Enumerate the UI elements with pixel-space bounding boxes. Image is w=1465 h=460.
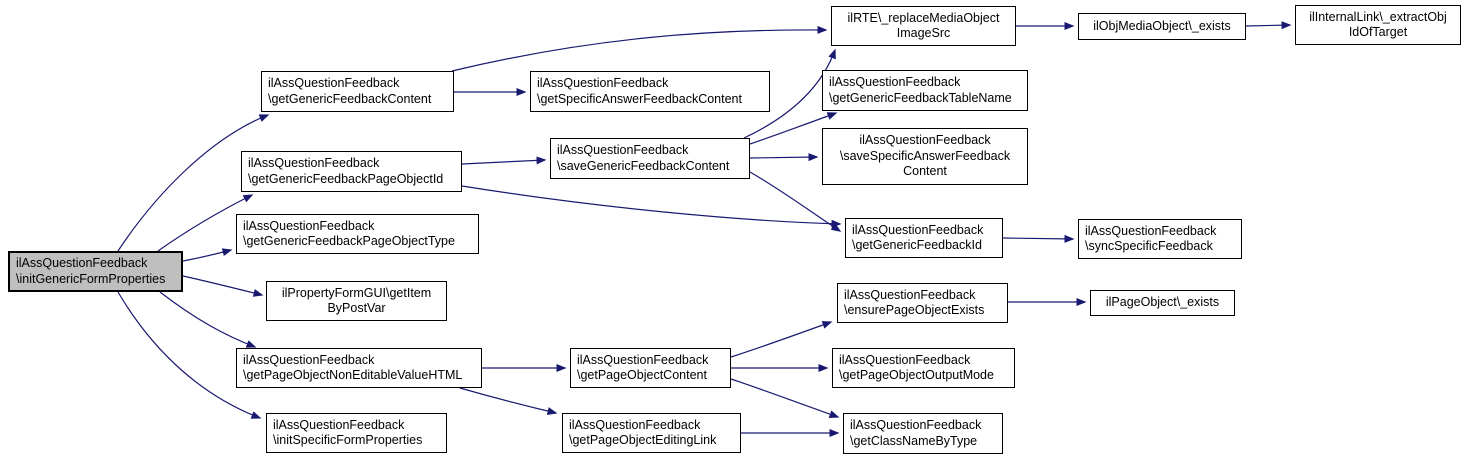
- node-replaceMediaObjectImageSrc[interactable]: ilRTE\_replaceMediaObject ImageSrc: [831, 6, 1016, 46]
- node-getPageObjectContent[interactable]: ilAssQuestionFeedback \getPageObjectCont…: [570, 348, 731, 388]
- node-getPageObjectEditingLink[interactable]: ilAssQuestionFeedback \getPageObjectEdit…: [562, 413, 741, 453]
- node-objMediaObject-exists[interactable]: ilObjMediaObject\_exists: [1078, 13, 1246, 40]
- edge-getPageObjectContent-to-ensurePageObjectExists: [730, 321, 833, 358]
- edge-saveGenericFeedbackContent-to-getGenericFeedbackId: [749, 171, 842, 232]
- edge-init-to-getGenericFeedbackPageObjectId: [157, 194, 254, 252]
- node-saveGenericFeedbackContent[interactable]: ilAssQuestionFeedback \saveGenericFeedba…: [550, 138, 750, 179]
- edge-init-to-getPageObjectNonEditableValueHTML: [159, 291, 257, 348]
- node-initSpecificFormProperties[interactable]: ilAssQuestionFeedback \initSpecificFormP…: [266, 413, 447, 453]
- node-getGenericFeedbackContent[interactable]: ilAssQuestionFeedback \getGenericFeedbac…: [261, 71, 454, 112]
- edge-init-to-getItemByPostVar: [182, 275, 264, 297]
- node-getSpecificAnswerFeedbackContent[interactable]: ilAssQuestionFeedback \getSpecificAnswer…: [530, 71, 770, 112]
- node-pageObject-exists[interactable]: ilPageObject\_exists: [1090, 290, 1235, 316]
- node-getPageObjectOutputMode[interactable]: ilAssQuestionFeedback \getPageObjectOutp…: [832, 348, 1015, 388]
- node-getClassNameByType[interactable]: ilAssQuestionFeedback \getClassNameByTyp…: [843, 413, 1003, 454]
- edge-getGenericFeedbackPageObjectId-to-saveGenericFeedbackContent: [461, 156, 547, 165]
- edge-objMediaObjectExists-to-internalLinkExtractObjIdOfTarget: [1245, 21, 1292, 30]
- edge-saveGenericFeedbackContent-to-replaceMediaObjectImageSrc: [743, 48, 836, 139]
- node-internalLink-extractObjIdOfTarget[interactable]: ilInternalLink\_extractObj IdOfTarget: [1295, 5, 1461, 45]
- edge-getGenericFeedbackPageObjectId-to-getGenericFeedbackId: [461, 185, 842, 228]
- edge-init-to-getGenericFeedbackPageObjectType: [182, 248, 233, 262]
- node-getPageObjectNonEditableValueHTML[interactable]: ilAssQuestionFeedback \getPageObjectNonE…: [236, 348, 482, 388]
- node-getGenericFeedbackId[interactable]: ilAssQuestionFeedback \getGenericFeedbac…: [845, 218, 1003, 258]
- node-getGenericFeedbackPageObjectType[interactable]: ilAssQuestionFeedback \getGenericFeedbac…: [236, 214, 479, 254]
- edge-getGenericFeedbackId-to-syncSpecificFeedback: [1002, 234, 1075, 243]
- node-ensurePageObjectExists[interactable]: ilAssQuestionFeedback \ensurePageObjectE…: [837, 283, 1008, 323]
- node-getGenericFeedbackPageObjectId[interactable]: ilAssQuestionFeedback \getGenericFeedbac…: [241, 151, 462, 192]
- node-saveSpecificAnswerFeedbackContent[interactable]: ilAssQuestionFeedback \saveSpecificAnswe…: [822, 128, 1028, 185]
- edge-saveGenericFeedbackContent-to-getGenericFeedbackTableName: [749, 112, 838, 145]
- node-getGenericFeedbackTableName[interactable]: ilAssQuestionFeedback \getGenericFeedbac…: [822, 70, 1028, 111]
- edge-init-to-initSpecificFormProperties: [117, 291, 262, 419]
- edge-saveGenericFeedbackContent-to-saveSpecificAnswerFeedbackContent: [749, 153, 819, 162]
- edge-getPageObjectContent-to-getClassNameByType: [730, 378, 840, 418]
- node-initGenericFormProperties[interactable]: ilAssQuestionFeedback \initGenericFormPr…: [8, 251, 183, 292]
- edge-getPageObjectNonEditableValueHTML-to-getPageObjectEditingLink: [459, 387, 558, 415]
- node-syncSpecificFeedback[interactable]: ilAssQuestionFeedback \syncSpecificFeedb…: [1078, 219, 1242, 259]
- node-getItemByPostVar[interactable]: ilPropertyFormGUI\getItem ByPostVar: [266, 281, 447, 321]
- edge-getGenericFeedbackContent-to-replaceMediaObjectImageSrc: [451, 25, 828, 72]
- edge-init-to-getGenericFeedbackContent: [117, 114, 270, 252]
